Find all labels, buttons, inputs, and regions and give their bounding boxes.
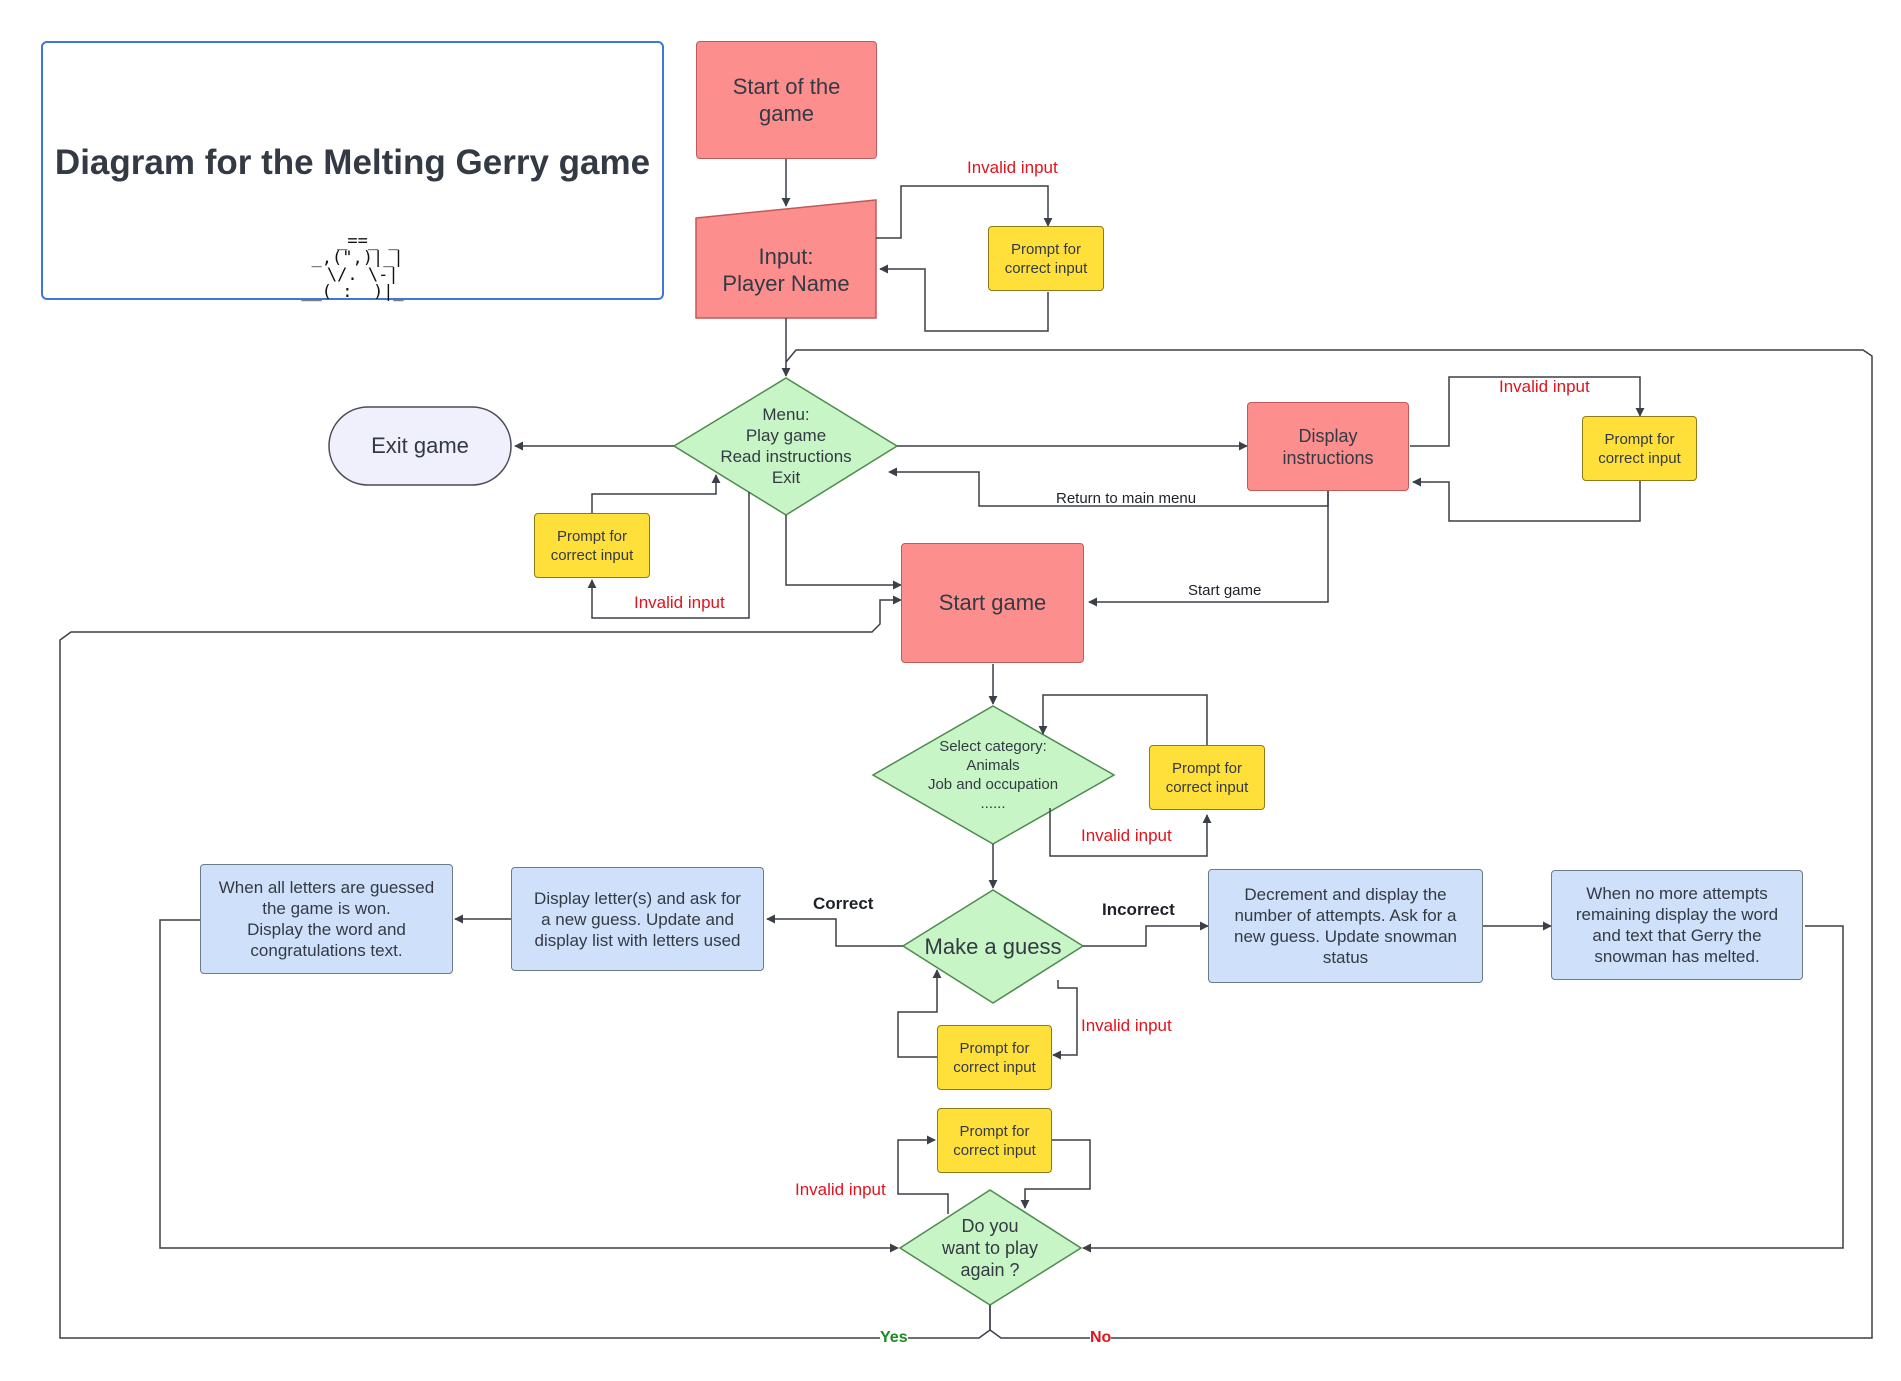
edge-play-again-no xyxy=(785,349,1873,1339)
melted-node: When no more attempts remaining display … xyxy=(1551,870,1803,980)
prompt-menu-node: Prompt for correct input xyxy=(534,513,650,578)
won-node: When all letters are guessed the game is… xyxy=(200,864,453,974)
label-invalid-menu: Invalid input xyxy=(634,593,725,612)
diagram-title: Diagram for the Melting Gerry game xyxy=(54,143,651,182)
prompt-category-node: Prompt for correct input xyxy=(1149,745,1265,810)
edge-menu-to-start-game xyxy=(785,515,902,590)
label-yes: Yes xyxy=(880,1329,908,1347)
play-again-node: Do you want to play again ? xyxy=(941,1216,1039,1280)
label-incorrect: Incorrect xyxy=(1102,900,1175,919)
label-invalid-again: Invalid input xyxy=(795,1180,886,1199)
select-category-node: Select category: Animals Job and occupat… xyxy=(927,738,1059,812)
edge-melted-to-play-again xyxy=(1082,925,1844,1253)
prompt-instructions-node: Prompt for correct input xyxy=(1582,416,1697,481)
label-no: No xyxy=(1090,1329,1112,1347)
decrement-node: Decrement and display the number of atte… xyxy=(1208,869,1483,983)
exit-terminal-shape xyxy=(328,406,512,486)
edge-prompt-category-to-category xyxy=(1038,694,1208,745)
menu-node: Menu: Play game Read instructions Exit xyxy=(720,405,852,487)
label-invalid-category: Invalid input xyxy=(1081,826,1172,845)
make-guess-node: Make a guess xyxy=(924,934,1062,959)
edge-input-to-prompt-name xyxy=(876,185,1053,239)
label-invalid-guess: Invalid input xyxy=(1081,1016,1172,1035)
edge-menu-invalid xyxy=(587,492,750,619)
edge-won-to-play-again xyxy=(159,919,899,1253)
exit-game-node: Exit game xyxy=(371,433,469,458)
edge-guess-incorrect xyxy=(1083,921,1209,947)
edge-category-invalid xyxy=(1049,808,1212,857)
guess-diamond xyxy=(901,889,1085,1004)
edge-instructions-to-prompt xyxy=(1410,376,1645,447)
title-panel: Diagram for the Melting Gerry game _==_ … xyxy=(41,41,664,302)
edge-play-again-invalid xyxy=(897,1135,949,1214)
edge-guess-invalid xyxy=(1052,980,1078,1060)
snowman-ascii-art: _==_ _ _,(",)|_| \/. \-| __( : )|_ xyxy=(301,231,404,302)
label-start-game-link: Start game xyxy=(1188,582,1262,599)
prompt-again-node: Prompt for correct input xyxy=(937,1108,1052,1173)
input-parallelogram xyxy=(695,199,877,319)
label-invalid-instructions: Invalid input xyxy=(1499,377,1590,396)
edge-prompt-instr-to-instructions xyxy=(1412,477,1641,522)
label-return-menu: Return to main menu xyxy=(1056,490,1197,507)
label-invalid-name: Invalid input xyxy=(967,158,1058,177)
start-node: Start of the game xyxy=(696,41,877,159)
edge-prompt-guess-to-guess xyxy=(897,969,942,1058)
edge-instructions-to-start-game xyxy=(1088,490,1329,607)
input-node-label: Input: Player Name xyxy=(722,244,850,296)
label-correct: Correct xyxy=(813,894,874,913)
edge-prompt-again-to-play-again xyxy=(1020,1139,1091,1209)
prompt-guess-node: Prompt for correct input xyxy=(937,1025,1052,1090)
start-game-node: Start game xyxy=(901,543,1084,663)
edge-prompt-name-to-input xyxy=(879,264,1049,332)
edge-guess-correct xyxy=(766,914,903,947)
edge-prompt-menu-to-menu xyxy=(591,474,721,513)
prompt-name-node: Prompt for correct input xyxy=(988,226,1104,291)
connectors xyxy=(59,159,1873,1339)
edge-play-again-yes xyxy=(59,595,991,1339)
display-letters-node: Display letter(s) and ask for a new gues… xyxy=(511,867,764,971)
display-instructions-node: Display instructions xyxy=(1247,402,1409,491)
